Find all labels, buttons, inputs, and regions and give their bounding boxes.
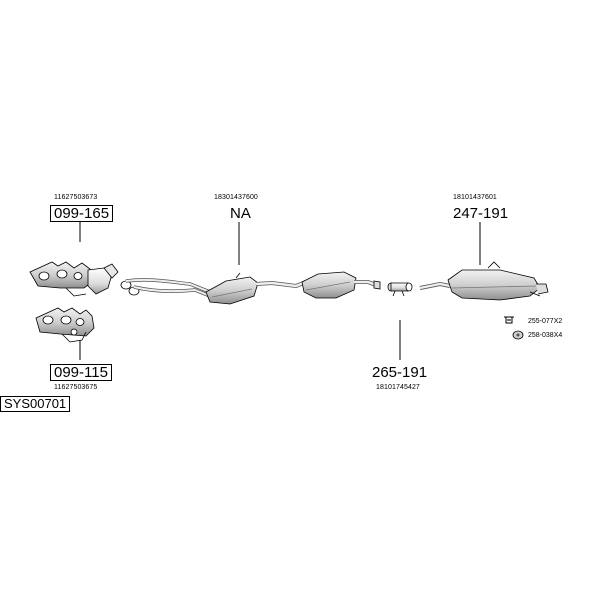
part-number-connector-pipe[interactable]: 265-191: [372, 364, 428, 381]
rear-silencer-drawing: [419, 261, 549, 301]
rubber-mount-icon: [512, 330, 524, 340]
system-code: SYS00701: [0, 396, 71, 412]
part-number-upper-manifold[interactable]: 099-165: [50, 205, 114, 222]
oem-number-rear-silencer: 18101437601: [453, 194, 497, 201]
part-number-lower-manifold[interactable]: 099-115: [50, 364, 112, 381]
accessory-clamp-label[interactable]: 255-077X2: [528, 318, 563, 325]
upper-manifold-drawing: [29, 261, 119, 297]
lower-manifold-drawing: [35, 307, 95, 343]
clamp-icon: [504, 316, 514, 324]
oem-number-connector-pipe: 18101745427: [376, 384, 420, 391]
oem-number-upper-manifold: 11627503673: [54, 194, 98, 201]
oem-number-lower-manifold: 11627503675: [54, 384, 98, 391]
middle-silencer-drawing: [120, 271, 381, 305]
accessory-rubber-mount-label[interactable]: 258-038X4: [528, 332, 563, 339]
oem-number-middle-silencer: 18301437600: [214, 194, 258, 201]
part-number-rear-silencer[interactable]: 247-191: [453, 205, 509, 222]
part-number-middle-silencer[interactable]: NA: [230, 205, 251, 222]
connector-pipe-drawing: [387, 282, 413, 297]
